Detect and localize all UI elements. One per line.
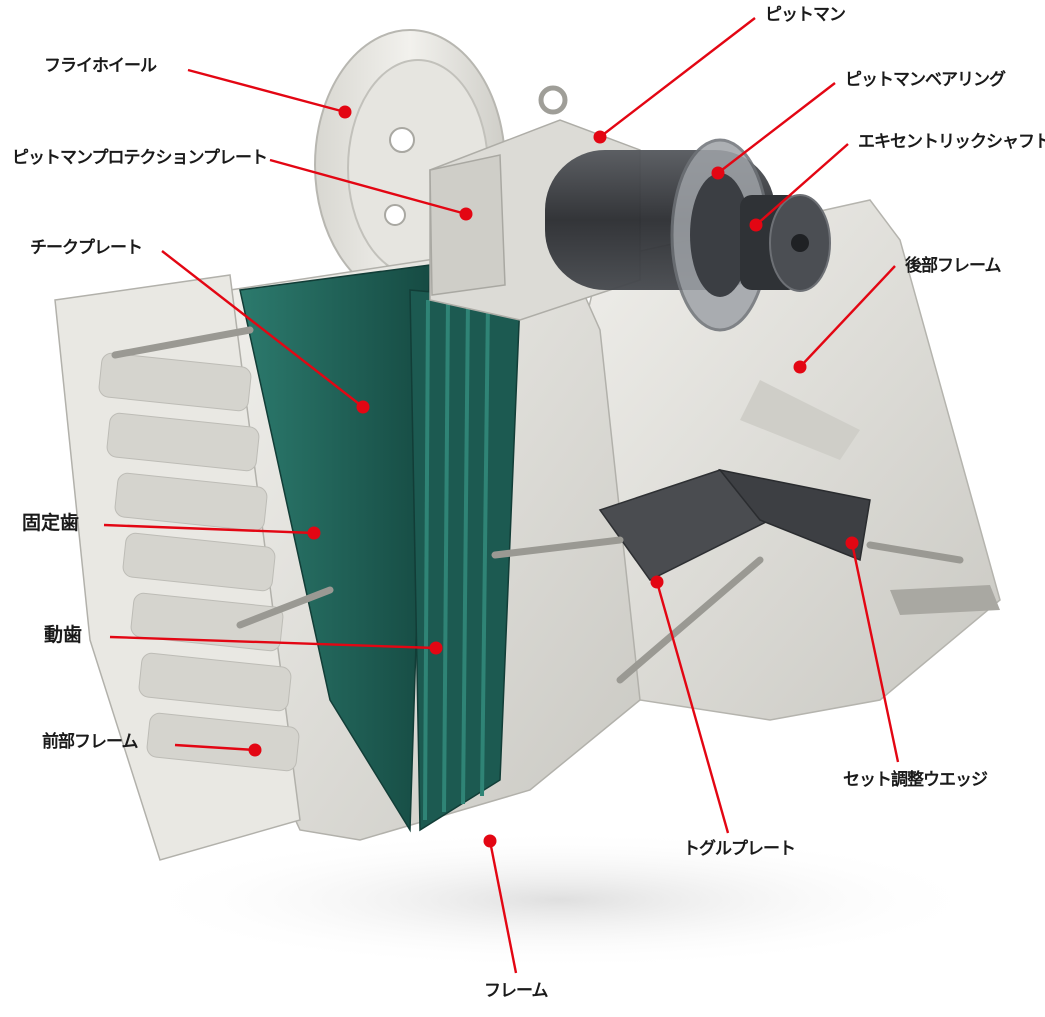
label-setting-wedge: セット調整ウエッジ <box>843 770 988 790</box>
callout-dot-pitman <box>593 130 607 144</box>
label-toggle-plate: トグルプレート <box>683 839 796 859</box>
label-moving-jaw: 動歯 <box>44 624 83 646</box>
callout-dot-toggle-plate <box>650 575 664 589</box>
label-front-frame: 前部フレーム <box>42 732 138 752</box>
callout-dot-rear-frame <box>793 360 807 374</box>
label-frame: フレーム <box>484 981 548 1001</box>
label-pitman: ピットマン <box>765 5 846 25</box>
callout-dots <box>248 105 859 848</box>
callout-dot-cheek-plate <box>356 400 370 414</box>
label-eccentric-shaft: エキセントリックシャフト <box>858 132 1045 152</box>
label-flywheel: フライホイール <box>44 56 157 76</box>
callout-dot-pitman-bearing <box>711 166 725 180</box>
callout-lines <box>103 17 900 974</box>
callout-dot-fixed-jaw <box>307 526 321 540</box>
label-fixed-jaw: 固定歯 <box>22 512 80 534</box>
callout-dot-setting-wedge <box>845 536 859 550</box>
label-pitman-bearing: ピットマンベアリング <box>845 70 1006 90</box>
label-pitman-protection-plate: ピットマンプロテクションプレート <box>12 148 268 168</box>
callout-dot-pitman-protection-plate <box>459 207 473 221</box>
callout-dot-frame <box>483 834 497 848</box>
callout-dot-eccentric-shaft <box>749 218 763 232</box>
callout-dot-moving-jaw <box>429 641 443 655</box>
label-rear-frame: 後部フレーム <box>905 256 1001 276</box>
callout-dot-front-frame <box>248 743 262 757</box>
callout-dot-flywheel <box>338 105 352 119</box>
label-cheek-plate: チークプレート <box>30 238 143 258</box>
